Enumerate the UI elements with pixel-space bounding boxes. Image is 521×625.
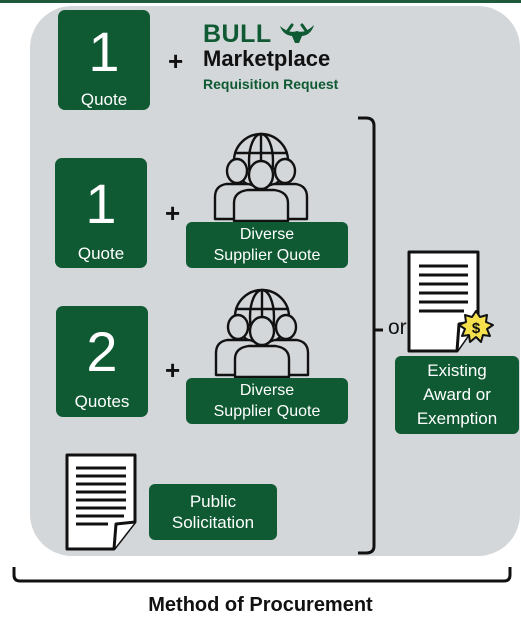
quote-box-3: 2 Quotes — [56, 306, 148, 417]
diverse-supplier-line1: Diverse — [239, 382, 295, 399]
procurement-bracket — [12, 567, 512, 583]
existing-line1: Existing — [427, 361, 487, 380]
existing-line3: Exemption — [416, 409, 498, 428]
diverse-people-globe-icon — [213, 132, 309, 223]
public-solicitation-line2: Solicitation — [171, 513, 255, 532]
quote-label: Quote — [77, 244, 125, 263]
diverse-supplier-line1: Diverse — [239, 226, 295, 243]
public-solicitation-box: Public Solicitation — [149, 484, 277, 540]
quote-count: 1 — [85, 172, 117, 235]
existing-line2: Award or — [423, 385, 491, 404]
method-of-procurement-title: Method of Procurement — [148, 594, 373, 616]
plus-sign: + — [165, 355, 181, 385]
plus-sign: + — [168, 46, 184, 76]
plus-sign: + — [165, 198, 181, 228]
diverse-supplier-quote-box: Diverse Supplier Quote — [186, 378, 348, 424]
diverse-supplier-line2: Supplier Quote — [213, 403, 321, 420]
dollar-symbol: $ — [472, 320, 481, 337]
public-solicitation-line1: Public — [189, 492, 237, 511]
top-rule — [0, 0, 521, 3]
existing-award-exemption-box: Existing Award or Exemption — [395, 356, 519, 434]
quote-box-1: 1 Quote — [58, 10, 150, 110]
award-document-icon: $ — [407, 250, 494, 353]
bull-marketplace-logo: BULL Marketplace Requisition Request — [203, 20, 403, 100]
bull-brand: BULL — [203, 20, 272, 48]
quote-box-2: 1 Quote — [55, 158, 147, 268]
or-text: or — [388, 316, 407, 339]
diverse-people-globe-icon — [214, 288, 310, 379]
quote-label: Quote — [80, 90, 128, 109]
quote-count: 1 — [88, 20, 120, 83]
diverse-supplier-line2: Supplier Quote — [213, 247, 321, 264]
diverse-supplier-quote-box: Diverse Supplier Quote — [186, 222, 348, 268]
quote-count: 2 — [86, 320, 118, 383]
bull-horns-icon — [280, 23, 314, 43]
document-icon — [65, 453, 137, 551]
marketplace-name: Marketplace — [203, 46, 331, 71]
quote-label: Quotes — [74, 392, 130, 411]
requisition-request-label: Requisition Request — [203, 76, 339, 92]
options-bracket — [358, 116, 383, 555]
